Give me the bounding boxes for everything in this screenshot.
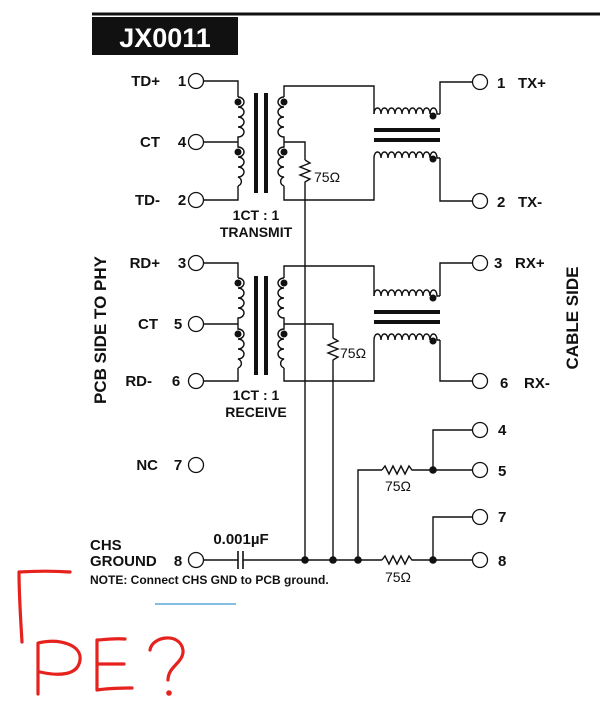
pin-ct-tx-label: CT — [140, 134, 160, 151]
pin-rx-plus-circle — [471, 254, 489, 272]
pin-ct-rx-circle — [187, 315, 205, 333]
pin-7-circle — [471, 508, 489, 526]
pin-8-circle — [471, 551, 489, 569]
pin-td-plus-number: 1 — [178, 73, 186, 90]
pin-td-minus-circle — [187, 191, 205, 209]
pin-td-minus-label: TD- — [135, 192, 160, 209]
pin-ct-tx-number: 4 — [178, 134, 187, 151]
pin-rd-minus-number: 6 — [172, 373, 180, 390]
title-block — [92, 17, 238, 55]
pin-7-number: 7 — [498, 509, 506, 526]
receive-ratio: 1CT : 1 — [233, 387, 280, 403]
receive-label: RECEIVE — [225, 404, 286, 420]
cable-side-label: CABLE SIDE — [563, 267, 582, 370]
pin-tx-minus-circle — [471, 192, 489, 210]
pin-4-number: 4 — [498, 422, 507, 439]
transmit-transformer — [203, 80, 473, 540]
pin-rx-minus-number: 6 — [500, 375, 508, 392]
pin-td-plus-circle — [187, 72, 205, 90]
pin-rx-minus-circle — [471, 372, 489, 390]
note-text: NOTE: Connect CHS GND to PCB ground. — [90, 573, 329, 587]
pin-rd-minus-label: RD- — [125, 373, 152, 390]
rx-resistor-value: 75Ω — [340, 345, 366, 361]
pcb-side-label: PCB SIDE TO PHY — [91, 255, 110, 404]
transmit-label: TRANSMIT — [220, 224, 293, 240]
pin-nc-number: 7 — [174, 457, 182, 474]
chs-ground-pin-circle — [187, 551, 205, 569]
pin-td-minus-number: 2 — [178, 192, 186, 209]
pin-ct-tx-circle — [187, 133, 205, 151]
pin-nc-circle — [187, 456, 205, 474]
cable-resistor-1-value: 75Ω — [385, 478, 411, 494]
pin-4-circle — [471, 421, 489, 439]
pin-rd-plus-circle — [187, 254, 205, 272]
chs-label: CHS — [90, 537, 122, 554]
pin-rx-plus-number: 3 — [494, 255, 502, 272]
pin-rd-minus-circle — [187, 372, 205, 390]
pin-rx-plus-label: RX+ — [515, 255, 545, 272]
pin-tx-plus-label: TX+ — [518, 75, 546, 92]
pin-8-number: 8 — [498, 553, 506, 570]
receive-transformer — [203, 262, 473, 540]
transmit-ratio: 1CT : 1 — [233, 207, 280, 223]
ground-label: GROUND — [90, 553, 157, 570]
pin-ct-rx-label: CT — [138, 316, 158, 333]
chs-ground-pin-number: 8 — [174, 553, 182, 570]
pin-td-plus-label: TD+ — [131, 73, 160, 90]
pin-tx-plus-circle — [471, 73, 489, 91]
pin-tx-minus-number: 2 — [497, 194, 505, 211]
ground-bus — [203, 429, 473, 569]
handwritten-pe-question-annotation — [17, 569, 185, 696]
pin-rd-plus-number: 3 — [178, 255, 186, 272]
pin-5-number: 5 — [498, 463, 506, 480]
tx-resistor-value: 75Ω — [314, 169, 340, 185]
pin-5-circle — [471, 461, 489, 479]
pin-tx-minus-label: TX- — [518, 194, 542, 211]
pin-rd-plus-label: RD+ — [130, 255, 161, 272]
capacitor-value: 0.001µF — [213, 531, 268, 548]
pin-rx-minus-label: RX- — [524, 375, 550, 392]
cable-resistor-2-value: 75Ω — [385, 569, 411, 585]
pin-nc-label: NC — [136, 457, 158, 474]
part-number-title: JX0011 — [119, 23, 211, 53]
pin-tx-plus-number: 1 — [497, 75, 505, 92]
pin-ct-rx-number: 5 — [174, 316, 182, 333]
